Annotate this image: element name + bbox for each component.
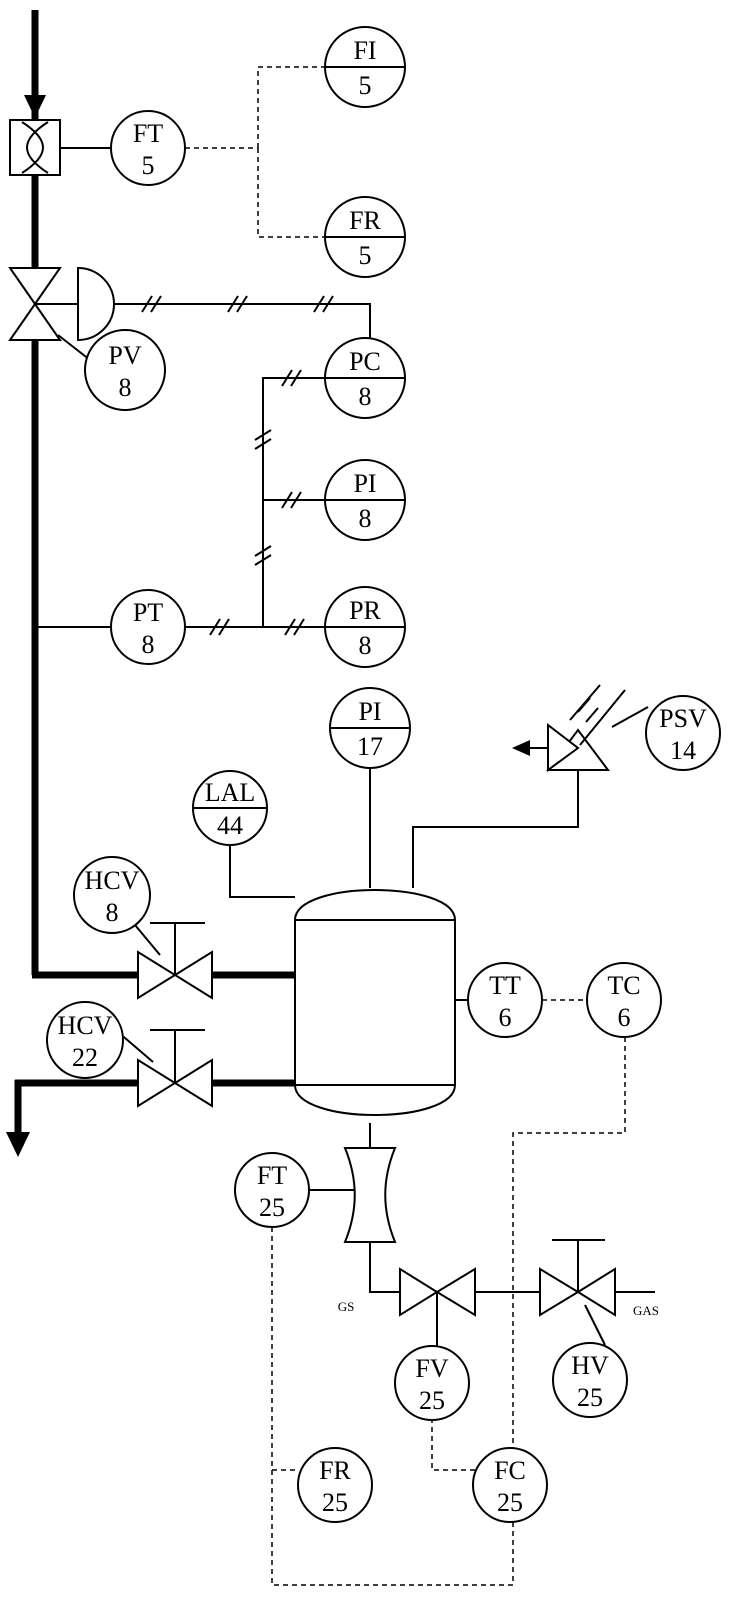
flow-element-5 xyxy=(9,119,61,176)
venturi-to-fv25-line xyxy=(369,1242,400,1293)
fc25-to-fv25-signal xyxy=(431,1420,475,1471)
fv25-loop: 25 xyxy=(419,1386,445,1415)
hcv8-hand-valve xyxy=(137,922,213,1000)
bubble-tc6: TC 6 xyxy=(586,962,662,1038)
gs-label: GS xyxy=(338,1299,355,1314)
bubble-ft25: FT 25 xyxy=(234,1152,310,1228)
bubble-tt6: TT 6 xyxy=(467,962,543,1038)
hcv8-tag: HCV xyxy=(85,866,140,895)
ft5-tag: FT xyxy=(133,119,163,148)
venturi-flow-element-25 xyxy=(343,1147,397,1243)
fi5-tag: FI xyxy=(353,36,376,65)
pt8-tag: PT xyxy=(133,598,163,627)
fr25-loop: 25 xyxy=(322,1488,348,1517)
gas-label: GAS xyxy=(633,1303,659,1318)
pv8-control-valve xyxy=(8,266,115,342)
hcv22-tag: HCV xyxy=(58,1011,113,1040)
fc25-tag: FC xyxy=(494,1456,526,1485)
bubble-fr25: FR 25 xyxy=(297,1447,373,1523)
fr25-tag: FR xyxy=(319,1456,351,1485)
bubble-fi5: FI 5 xyxy=(324,26,406,108)
bubble-pc8: PC 8 xyxy=(324,337,406,419)
fr5-loop: 5 xyxy=(359,241,372,270)
inlet-flow-arrow xyxy=(24,95,46,118)
bubble-ft5: FT 5 xyxy=(110,110,186,186)
hcv22-loop: 22 xyxy=(72,1043,98,1072)
bubble-pi17: PI 17 xyxy=(329,687,411,769)
fi5-loop: 5 xyxy=(359,71,372,100)
psv14-relief-valve xyxy=(528,684,626,772)
pv8-tag: PV xyxy=(108,341,141,370)
pc8-tag: PC xyxy=(349,347,381,376)
psv14-tag: PSV xyxy=(659,704,707,733)
pi8-loop: 8 xyxy=(359,504,372,533)
ft25-to-fc25-signal xyxy=(271,1470,514,1586)
bubble-fc25: FC 25 xyxy=(472,1447,548,1523)
pt8-loop: 8 xyxy=(142,630,155,659)
tc6-tag: TC xyxy=(607,971,640,1000)
hv25-tag: HV xyxy=(571,1351,609,1380)
fr5-tag: FR xyxy=(349,206,381,235)
bubble-hcv22: HCV 22 xyxy=(46,1001,124,1079)
pi17-tag: PI xyxy=(358,697,381,726)
pv8-loop: 8 xyxy=(119,373,132,402)
fv25-tag: FV xyxy=(415,1354,448,1383)
fc25-loop: 25 xyxy=(497,1488,523,1517)
psv14-loop: 14 xyxy=(670,736,696,765)
hcv8-leader-line xyxy=(134,924,161,956)
ft5-loop: 5 xyxy=(142,151,155,180)
bubble-fr5: FR 5 xyxy=(324,196,406,278)
hcv8-loop: 8 xyxy=(106,898,119,927)
lal44-tag: LAL xyxy=(205,778,256,807)
hv25-loop: 25 xyxy=(577,1383,603,1412)
bubble-fv25: FV 25 xyxy=(394,1345,470,1421)
ft25-to-fr25-signal xyxy=(271,1227,298,1471)
pr8-loop: 8 xyxy=(359,631,372,660)
hcv22-hand-valve xyxy=(137,1029,213,1108)
ft5-to-fr5-signal xyxy=(257,148,325,238)
psv14-discharge-arrow xyxy=(512,740,530,756)
vessel-to-psv14-line xyxy=(412,770,579,888)
tc6-loop: 6 xyxy=(618,1003,631,1032)
signal-riser xyxy=(262,377,325,627)
tt6-loop: 6 xyxy=(499,1003,512,1032)
pc8-to-pv8-signal-hashes xyxy=(141,295,334,313)
hv25-hand-valve xyxy=(539,1239,616,1317)
bubble-hv25: HV 25 xyxy=(552,1342,628,1418)
bubble-pr8: PR 8 xyxy=(324,586,406,668)
hv25-leader-line xyxy=(584,1304,606,1346)
pr8-tag: PR xyxy=(349,596,381,625)
pc8-loop: 8 xyxy=(359,382,372,411)
tt6-tag: TT xyxy=(489,971,521,1000)
bubble-pv8: PV 8 xyxy=(84,329,166,411)
psv14-leader-line xyxy=(611,706,649,728)
vessel-to-lal44-line xyxy=(229,845,295,898)
bubble-pi8: PI 8 xyxy=(324,459,406,541)
lal44-loop: 44 xyxy=(217,811,243,840)
pi17-loop: 17 xyxy=(357,732,383,761)
process-vessel xyxy=(294,889,456,1116)
bubble-lal44: LAL 44 xyxy=(192,770,268,846)
signal-hashes xyxy=(209,369,305,636)
tc6-to-fc25-signal xyxy=(512,1037,626,1448)
pv8-leader-line xyxy=(57,334,91,361)
main-process-lines xyxy=(14,10,295,1135)
bubble-pt8: PT 8 xyxy=(110,589,186,665)
fv25-control-valve xyxy=(399,1267,476,1348)
outlet-flow-arrow xyxy=(6,1132,30,1157)
bubble-psv14: PSV 14 xyxy=(645,695,721,771)
pc8-to-pv8-signal xyxy=(114,303,371,338)
ft5-to-fi5-signal xyxy=(257,66,325,148)
bubble-hcv8: HCV 8 xyxy=(73,856,151,934)
pi8-tag: PI xyxy=(353,469,376,498)
ft25-tag: FT xyxy=(257,1161,287,1190)
ft25-loop: 25 xyxy=(259,1193,285,1222)
